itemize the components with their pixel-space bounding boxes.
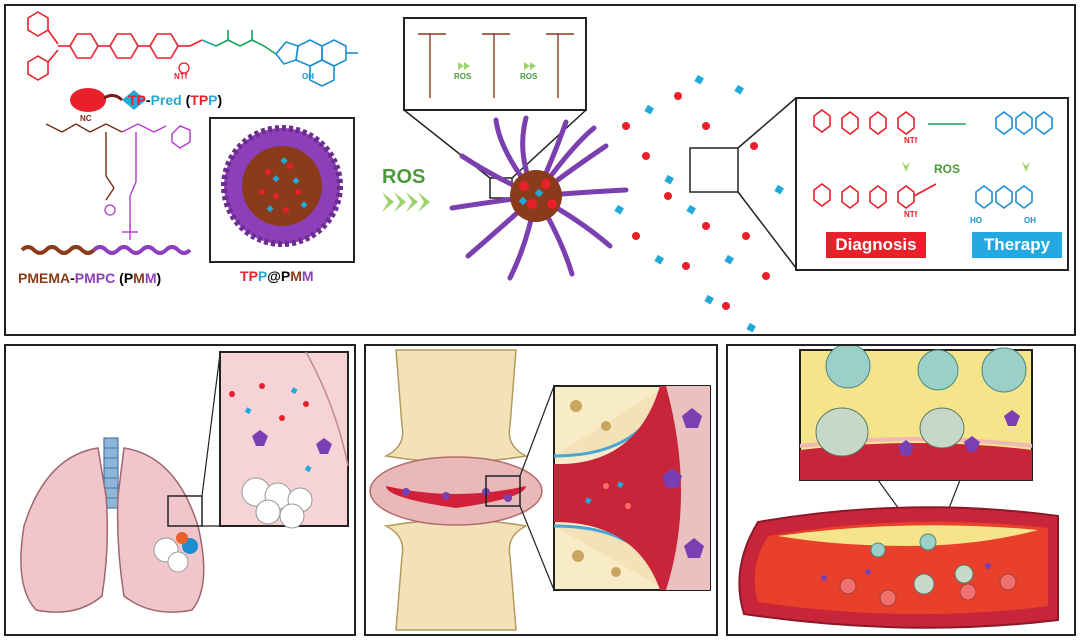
vessel-illustration xyxy=(728,346,1074,634)
pmm-m1: M xyxy=(133,270,145,286)
ntf2-label-3: NTf xyxy=(904,210,917,219)
micelle-core xyxy=(510,170,562,222)
vessel-panel xyxy=(726,344,1076,636)
tpp-pmm-nanoparticle xyxy=(224,128,340,244)
nc-label: NC xyxy=(80,114,92,123)
joint-illustration xyxy=(366,346,716,634)
ntf2-label-1: NTf xyxy=(174,72,187,81)
np-p2: P xyxy=(258,268,267,284)
np-m2: M xyxy=(302,268,314,284)
diagnosis-tag: Diagnosis xyxy=(826,232,926,258)
oh-label-2: OH xyxy=(1024,216,1036,225)
released-particles xyxy=(614,75,784,333)
joint-panel xyxy=(364,344,718,636)
tpp-t: T xyxy=(190,92,199,108)
lung-panel xyxy=(4,344,356,636)
lung-illustration xyxy=(6,346,354,634)
np-t: T xyxy=(240,268,249,284)
oh-label-1: OH xyxy=(302,72,314,81)
ros-main-label: ROS xyxy=(382,166,425,189)
pmpc-text: PMPC xyxy=(75,270,115,286)
np-p1: P xyxy=(249,268,258,284)
top-panel: TP-Pred (TPP) PMEMA-PMPC (PMM) TPP@PMM R… xyxy=(4,4,1076,336)
pmm-p: P xyxy=(124,270,133,286)
tpp-p2: P xyxy=(208,92,217,108)
ros-inset-label-2: ROS xyxy=(520,72,537,81)
np-at: @ xyxy=(267,268,281,284)
pmema-pmpc-label: PMEMA-PMPC (PMM) xyxy=(18,270,161,286)
paren-open-2: ( xyxy=(115,270,124,286)
paren-close-2: ) xyxy=(157,270,162,286)
tpp-pmm-label: TPP@PMM xyxy=(240,268,314,284)
paren-close: ) xyxy=(218,92,223,108)
pred-text: Pred xyxy=(151,92,182,108)
pmema-pmpc-structure xyxy=(22,124,190,253)
np-pp: P xyxy=(281,268,290,284)
tpp-p1: P xyxy=(199,92,208,108)
particle-zoom-box xyxy=(690,148,738,192)
ntf2-label-2: NTf xyxy=(904,136,917,145)
top-panel-artwork xyxy=(6,6,1074,334)
tpp-label: TP-Pred (TPP) xyxy=(128,92,222,108)
paren-open: ( xyxy=(182,92,191,108)
therapy-tag: Therapy xyxy=(972,232,1062,258)
ros-arrow-chevrons xyxy=(382,192,430,212)
pmm-m2: M xyxy=(145,270,157,286)
pmema-text: PMEMA xyxy=(18,270,70,286)
np-m1: M xyxy=(290,268,302,284)
ho-label-1: HO xyxy=(970,216,982,225)
tp-text: TP xyxy=(128,92,146,108)
ros-inset-label-1: ROS xyxy=(454,72,471,81)
ros-right-label: ROS xyxy=(934,162,960,176)
